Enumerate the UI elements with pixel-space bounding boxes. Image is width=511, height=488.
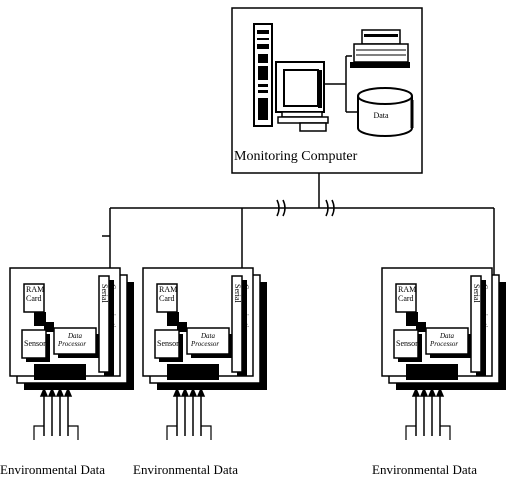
input-bracket	[440, 425, 451, 440]
input-bracket	[405, 425, 416, 440]
serial-communication-box	[98, 275, 110, 373]
serial-communication-box	[470, 275, 482, 373]
environmental-data-label: Environmental Data	[372, 462, 477, 477]
arrowhead	[419, 387, 429, 397]
input-bracket	[68, 425, 79, 440]
serial-communication-label: Communication	[480, 284, 489, 336]
data-processor-label: Processor	[57, 340, 86, 348]
arrowhead	[196, 387, 206, 397]
sensor-input-arrows	[172, 387, 206, 436]
printer-icon	[350, 29, 410, 68]
connector-block	[34, 312, 46, 326]
data-processor-box	[186, 327, 230, 355]
sensors-box	[393, 329, 419, 359]
arrowhead	[180, 387, 190, 397]
input-bracket	[201, 425, 212, 440]
ram-card-label: Card	[159, 294, 175, 303]
tower-computer-icon	[253, 23, 273, 127]
data-processor-label: Processor	[429, 340, 458, 348]
sensors-label: Sensors	[396, 339, 421, 348]
sensors-label: Sensors	[24, 339, 49, 348]
monitoring-computer: Data Monitoring Computer	[231, 7, 423, 174]
connector-block	[44, 322, 54, 332]
arrowhead	[188, 387, 198, 397]
node-base	[34, 364, 86, 380]
sensors-box	[21, 329, 47, 359]
arrowhead	[427, 387, 437, 397]
arrowhead	[39, 387, 49, 397]
input-bracket	[166, 425, 177, 440]
data-processor-box	[53, 327, 97, 355]
ram-card-label: RAM	[398, 285, 416, 294]
data-storage-icon: Data	[357, 87, 414, 137]
data-storage-label: Data	[373, 111, 389, 120]
connector-block	[177, 322, 187, 332]
node-base	[406, 364, 458, 380]
connector-block	[416, 322, 426, 332]
arrowhead	[63, 387, 73, 397]
environmental-data-label: Environmental Data	[133, 462, 238, 477]
data-processor-label: Data	[200, 332, 216, 340]
connector-block	[406, 312, 418, 326]
ram-card-label: RAM	[26, 285, 44, 294]
sensor-input-arrows	[411, 387, 445, 436]
line-break-symbol	[276, 199, 286, 217]
monitoring-computer-label: Monitoring Computer	[234, 149, 358, 164]
arrowhead	[55, 387, 65, 397]
environmental-data-label: Environmental Data	[0, 462, 105, 477]
data-processor-label: Processor	[190, 340, 219, 348]
data-processor-box	[425, 327, 469, 355]
serial-communication-label: Serial	[472, 284, 481, 303]
line-break-symbol	[325, 199, 335, 217]
ram-card-label: Card	[398, 294, 414, 303]
monitor-icon	[275, 61, 329, 132]
network-bus	[102, 173, 495, 288]
sensors-box	[154, 329, 180, 359]
serial-communication-label: Serial	[100, 284, 109, 303]
ram-card-label: Card	[26, 294, 42, 303]
ram-card-label: RAM	[159, 285, 177, 294]
serial-communication-box	[231, 275, 243, 373]
connector-block	[167, 312, 179, 326]
arrowhead	[172, 387, 182, 397]
data-processor-label: Data	[67, 332, 83, 340]
arrowhead	[411, 387, 421, 397]
sensors-label: Sensors	[157, 339, 182, 348]
serial-communication-label: Communication	[241, 284, 250, 336]
arrowhead	[435, 387, 445, 397]
node-base	[167, 364, 219, 380]
sensor-input-arrows	[39, 387, 73, 436]
arrowhead	[47, 387, 57, 397]
input-bracket	[33, 425, 44, 440]
serial-communication-label: Communication	[108, 284, 117, 336]
serial-communication-label: Serial	[233, 284, 242, 303]
data-processor-label: Data	[439, 332, 455, 340]
